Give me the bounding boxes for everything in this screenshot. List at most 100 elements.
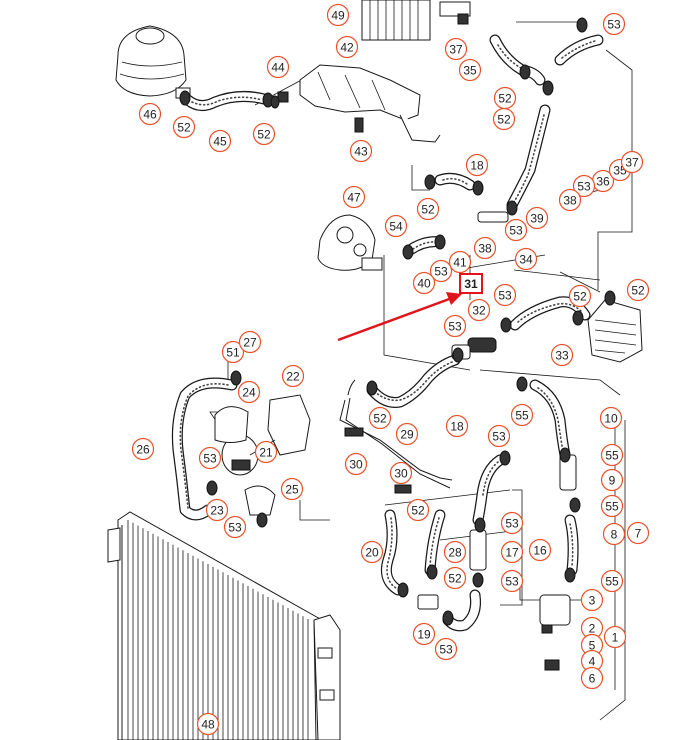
radiator [107, 511, 341, 740]
callout-46[interactable]: 46 [138, 102, 162, 126]
callout-36[interactable]: 36 [591, 169, 615, 193]
callout-52[interactable]: 52 [252, 122, 276, 146]
callout-53[interactable]: 53 [487, 424, 511, 448]
callout-42[interactable]: 42 [335, 35, 359, 59]
callout-circle [326, 3, 350, 27]
callout-17[interactable]: 17 [500, 540, 524, 564]
callout-circle [514, 247, 538, 271]
callout-9[interactable]: 9 [600, 468, 624, 492]
callout-37[interactable]: 37 [620, 150, 644, 174]
callout-55[interactable]: 55 [600, 569, 624, 593]
callout-52[interactable]: 52 [172, 115, 196, 139]
callout-label: 53 [607, 18, 621, 32]
callout-39[interactable]: 39 [525, 206, 549, 230]
callout-19[interactable]: 19 [412, 622, 436, 646]
callout-40[interactable]: 40 [412, 271, 436, 295]
callout-51[interactable]: 51 [221, 340, 245, 364]
callout-32[interactable]: 32 [467, 298, 491, 322]
callout-44[interactable]: 44 [266, 55, 290, 79]
callout-circle [131, 437, 155, 461]
callout-52[interactable]: 52 [568, 284, 592, 308]
callout-28[interactable]: 28 [443, 540, 467, 564]
callout-3[interactable]: 3 [580, 588, 604, 612]
callout-41[interactable]: 41 [448, 250, 472, 274]
callout-52[interactable]: 52 [443, 566, 467, 590]
callout-circle [602, 12, 626, 36]
callout-52[interactable]: 52 [492, 107, 516, 131]
callout-53[interactable]: 53 [602, 12, 626, 36]
callout-circle [444, 37, 468, 61]
callout-53[interactable]: 53 [572, 174, 596, 198]
callout-53[interactable]: 53 [198, 446, 222, 470]
callout-53[interactable]: 53 [493, 283, 517, 307]
callout-45[interactable]: 45 [208, 129, 232, 153]
callout-43[interactable]: 43 [349, 139, 373, 163]
callout-circle [434, 637, 458, 661]
callout-53[interactable]: 53 [443, 314, 467, 338]
callout-33[interactable]: 33 [550, 343, 574, 367]
callout-circle [344, 452, 368, 476]
callout-52[interactable]: 52 [416, 197, 440, 221]
callout-16[interactable]: 16 [528, 538, 552, 562]
callout-47[interactable]: 47 [342, 185, 366, 209]
callout-35[interactable]: 35 [458, 58, 482, 82]
callout-30[interactable]: 30 [389, 461, 413, 485]
callout-circle [528, 538, 552, 562]
callout-25[interactable]: 25 [280, 477, 304, 501]
callout-label: 8 [611, 528, 618, 542]
callout-label: 22 [286, 370, 300, 384]
callout-53[interactable]: 53 [223, 515, 247, 539]
callout-34[interactable]: 34 [514, 247, 538, 271]
callout-55[interactable]: 55 [600, 494, 624, 518]
callout-38[interactable]: 38 [558, 188, 582, 212]
callout-5[interactable]: 5 [580, 633, 604, 657]
callout-30[interactable]: 30 [344, 452, 368, 476]
callout-8[interactable]: 8 [602, 522, 626, 546]
callout-7[interactable]: 7 [626, 521, 650, 545]
callout-23[interactable]: 23 [205, 498, 229, 522]
callout-22[interactable]: 22 [281, 364, 305, 388]
callout-55[interactable]: 55 [600, 443, 624, 467]
callout-circle [138, 102, 162, 126]
callout-circle [349, 139, 373, 163]
callout-6[interactable]: 6 [580, 666, 604, 690]
callout-27[interactable]: 27 [238, 330, 262, 354]
bolts [344, 427, 560, 671]
callout-53[interactable]: 53 [500, 511, 524, 535]
callout-circle [580, 666, 604, 690]
callout-53[interactable]: 53 [429, 259, 453, 283]
callout-29[interactable]: 29 [395, 422, 419, 446]
callout-48[interactable]: 48 [196, 712, 220, 736]
callout-53[interactable]: 53 [434, 637, 458, 661]
callout-circle [473, 236, 497, 260]
callout-circle [281, 364, 305, 388]
callout-21[interactable]: 21 [254, 440, 278, 464]
callout-circle [223, 515, 247, 539]
callout-52[interactable]: 52 [406, 498, 430, 522]
callout-1[interactable]: 1 [603, 625, 627, 649]
callout-circle [416, 197, 440, 221]
callout-37[interactable]: 37 [444, 37, 468, 61]
callout-52[interactable]: 52 [626, 278, 650, 302]
callout-52[interactable]: 52 [493, 86, 517, 110]
callout-49[interactable]: 49 [326, 3, 350, 27]
callout-24[interactable]: 24 [237, 380, 261, 404]
callout-label: 45 [213, 135, 227, 149]
callout-52[interactable]: 52 [368, 406, 392, 430]
callout-label: 17 [505, 546, 519, 560]
callout-38[interactable]: 38 [473, 236, 497, 260]
callout-31-highlighted[interactable]: 31 [459, 273, 483, 294]
expansion-tank [115, 25, 191, 99]
callout-circle [342, 185, 366, 209]
callout-20[interactable]: 20 [360, 540, 384, 564]
callout-55[interactable]: 55 [510, 403, 534, 427]
callout-53[interactable]: 53 [504, 218, 528, 242]
callout-53[interactable]: 53 [500, 569, 524, 593]
callout-circle [443, 566, 467, 590]
callout-18[interactable]: 18 [445, 414, 469, 438]
callout-18[interactable]: 18 [465, 153, 489, 177]
callout-10[interactable]: 10 [599, 406, 623, 430]
callout-54[interactable]: 54 [384, 214, 408, 238]
callout-26[interactable]: 26 [131, 437, 155, 461]
